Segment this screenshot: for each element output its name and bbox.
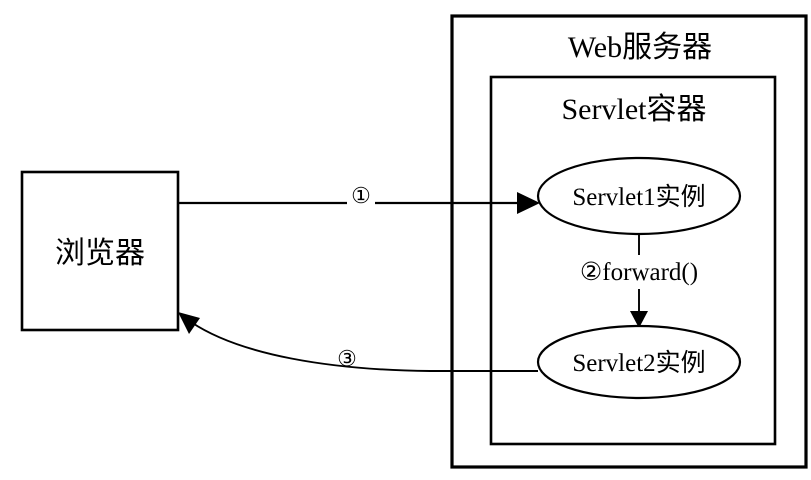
browser-box [20, 170, 180, 332]
request-arrowhead [517, 192, 540, 214]
response-arrowhead [178, 312, 200, 334]
browser-label: 浏览器 [55, 237, 145, 270]
response-edge-path [190, 321, 538, 372]
request-step-label: ① [351, 183, 371, 208]
forward-arrowhead [630, 311, 648, 328]
servlet2-label: Servlet2实例 [572, 349, 705, 377]
web-server-label: Web服务器 [568, 31, 712, 64]
servlet-container-label: Servlet容器 [562, 93, 707, 126]
forward-step-label: ②forward() [580, 259, 698, 286]
servlet1-label: Servlet1实例 [572, 183, 705, 211]
servlet2-ellipse [536, 324, 742, 400]
response-step-label: ③ [337, 346, 357, 371]
